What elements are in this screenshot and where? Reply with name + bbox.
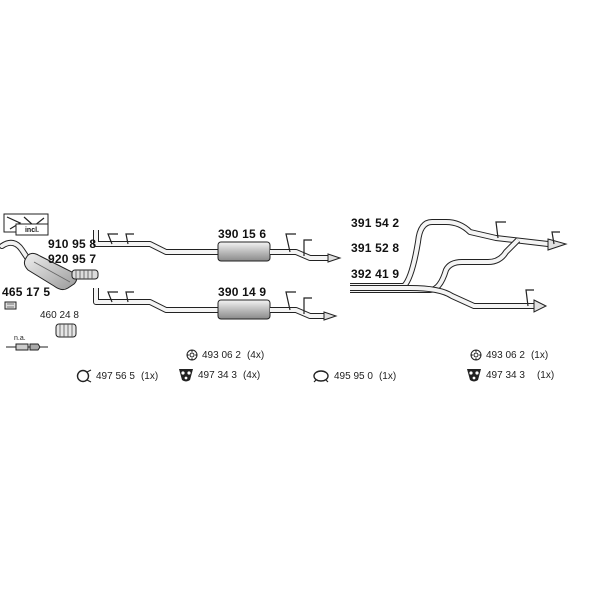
- accessory-rubber-mount-right: 497 34 3 (1x): [466, 367, 554, 383]
- part-number-muffler-top: 390 15 6: [218, 227, 267, 241]
- incl-kit-box: [3, 213, 49, 236]
- flange-icon: [186, 349, 198, 361]
- part-number-pipe-seal: 460 24 8: [40, 310, 79, 321]
- accessory-qty: (4x): [246, 349, 265, 361]
- accessory-qty: (1x): [378, 370, 397, 382]
- rear-pipe-assemblies: [350, 219, 568, 313]
- accessory-qty: (1x): [140, 370, 159, 382]
- accessory-code: 493 06 2: [486, 349, 525, 361]
- flange-icon: [470, 349, 482, 361]
- accessory-code: 495 95 0: [334, 370, 373, 382]
- accessory-hanger-ring: 495 95 0 (1x): [312, 369, 396, 383]
- accessory-code: 497 56 5: [96, 370, 135, 382]
- part-number-rear-b: 391 52 8: [351, 241, 400, 255]
- accessory-flange-right: 493 06 2 (1x): [470, 349, 548, 361]
- clamp-ring-icon: [76, 369, 92, 383]
- part-number-rear-c: 392 41 9: [351, 267, 400, 281]
- part-number-cat-a: 910 95 8: [48, 237, 97, 251]
- accessory-flange-left: 493 06 2 (4x): [186, 349, 264, 361]
- hanger-ring-icon: [313, 370, 329, 383]
- accessory-code: 493 06 2: [202, 349, 241, 361]
- part-number-gasket: 465 17 5: [2, 285, 51, 299]
- accessory-rubber-mount-left: 497 34 3 (4x): [178, 367, 260, 383]
- accessory-qty: (1x): [536, 369, 555, 381]
- muffler-assembly-top: [93, 230, 342, 263]
- gasket: [4, 301, 17, 310]
- accessory-code: 497 34 3: [486, 369, 525, 381]
- part-number-rear-a: 391 54 2: [351, 216, 400, 230]
- rubber-mount-icon: [467, 369, 481, 382]
- catalytic-converter: [0, 239, 78, 291]
- part-number-muffler-bottom: 390 14 9: [218, 285, 267, 299]
- rubber-mount-icon: [179, 369, 193, 382]
- flex-pipe: [71, 269, 99, 280]
- accessory-clamp-ring: 497 56 5 (1x): [76, 369, 158, 383]
- accessory-qty: (1x): [530, 349, 549, 361]
- muffler-assembly-bottom: [93, 288, 338, 321]
- accessory-qty: (4x): [242, 369, 261, 381]
- lambda-sensor: [6, 343, 48, 351]
- na-label: n.a.: [14, 335, 26, 342]
- part-number-cat-b: 920 95 7: [48, 252, 97, 266]
- accessory-code: 497 34 3: [198, 369, 237, 381]
- incl-label: incl.: [25, 227, 39, 234]
- pipe-seal: [55, 323, 77, 338]
